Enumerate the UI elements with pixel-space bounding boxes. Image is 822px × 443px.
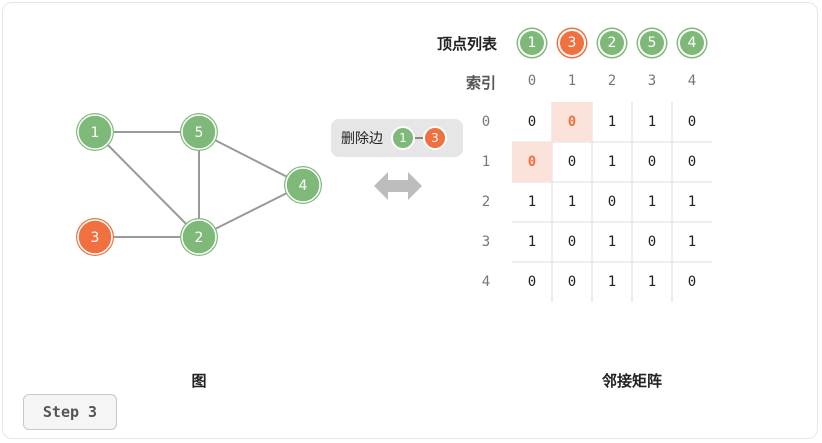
- matrix-cell-0-3: 1: [647, 114, 657, 130]
- matrix-cell-0-2: 1: [607, 114, 617, 130]
- matrix-cell-2-1: 1: [567, 194, 577, 210]
- matrix-cell-2-0: 1: [527, 194, 537, 210]
- matrix-cell-2-4: 1: [687, 194, 697, 210]
- matrix-cell-3-3: 0: [647, 234, 657, 250]
- graph-node-label: 4: [299, 178, 308, 194]
- matrix-cell-4-0: 0: [527, 274, 537, 290]
- matrix-cell-1-3: 0: [647, 154, 657, 170]
- column-index-4: 4: [687, 73, 697, 89]
- edge-to-node: 3: [423, 126, 447, 150]
- graph-node-2: 2: [180, 218, 218, 256]
- vertex-list-label: 顶点列表: [437, 35, 498, 53]
- graph-edge-5-4: [198, 131, 304, 186]
- matrix-cell-1-1: 0: [567, 154, 577, 170]
- matrix-cell-0-4: 0: [687, 114, 697, 130]
- matrix-cell-3-1: 0: [567, 234, 577, 250]
- graph-node-label: 3: [91, 230, 100, 246]
- edge-connector: [415, 137, 423, 139]
- delete-edge-label: 删除边 1 3: [331, 119, 463, 157]
- graph-node-1: 1: [76, 113, 114, 151]
- matrix-cell-1-2: 1: [607, 154, 617, 170]
- vertex-list-item-1: 1: [518, 29, 546, 57]
- delete-edge-text: 删除边: [341, 131, 383, 147]
- graph-edge-2-4: [198, 184, 304, 238]
- row-index-3: 3: [481, 234, 491, 250]
- double-arrow-icon: [374, 172, 422, 200]
- matrix-cell-4-2: 1: [607, 274, 617, 290]
- column-index-1: 1: [567, 73, 577, 89]
- graph-node-label: 1: [91, 125, 100, 141]
- matrix-cell-1-4: 0: [687, 154, 697, 170]
- matrix-cell-0-1: 0: [552, 102, 592, 142]
- row-index-1: 1: [481, 154, 491, 170]
- graph-node-label: 2: [195, 230, 204, 246]
- edge-from-node: 1: [391, 126, 415, 150]
- vertex-list-item-3: 3: [558, 29, 586, 57]
- matrix-cell-0-0: 0: [527, 114, 537, 130]
- vertex-list-item-4: 4: [678, 29, 706, 57]
- matrix-cell-2-2: 0: [607, 194, 617, 210]
- step-button[interactable]: Step 3: [23, 394, 117, 430]
- matrix-cell-3-0: 1: [527, 234, 537, 250]
- column-index-2: 2: [607, 73, 617, 89]
- row-index-4: 4: [481, 274, 491, 290]
- matrix-caption: 邻接矩阵: [601, 372, 663, 390]
- graph-caption: 图: [191, 372, 207, 390]
- matrix-cell-1-0: 0: [512, 142, 552, 182]
- graph-node-label: 5: [195, 125, 204, 141]
- row-index-2: 2: [481, 194, 491, 210]
- matrix-cell-3-4: 1: [687, 234, 697, 250]
- column-index-0: 0: [527, 73, 537, 89]
- canvas-frame: [2, 2, 818, 439]
- column-index-3: 3: [647, 73, 657, 89]
- row-index-0: 0: [481, 114, 491, 130]
- graph-edge-1-2: [94, 131, 200, 238]
- matrix-cell-3-2: 1: [607, 234, 617, 250]
- vertex-list-item-2: 2: [598, 29, 626, 57]
- graph-node-5: 5: [180, 113, 218, 151]
- matrix-cell-4-1: 0: [567, 274, 577, 290]
- graph-node-3: 3: [76, 218, 114, 256]
- matrix-cell-2-3: 1: [647, 194, 657, 210]
- vertex-list-item-5: 5: [638, 29, 666, 57]
- matrix-cell-4-3: 1: [647, 274, 657, 290]
- graph-node-4: 4: [284, 166, 322, 204]
- index-label: 索引: [466, 74, 497, 92]
- matrix-cell-4-4: 0: [687, 274, 697, 290]
